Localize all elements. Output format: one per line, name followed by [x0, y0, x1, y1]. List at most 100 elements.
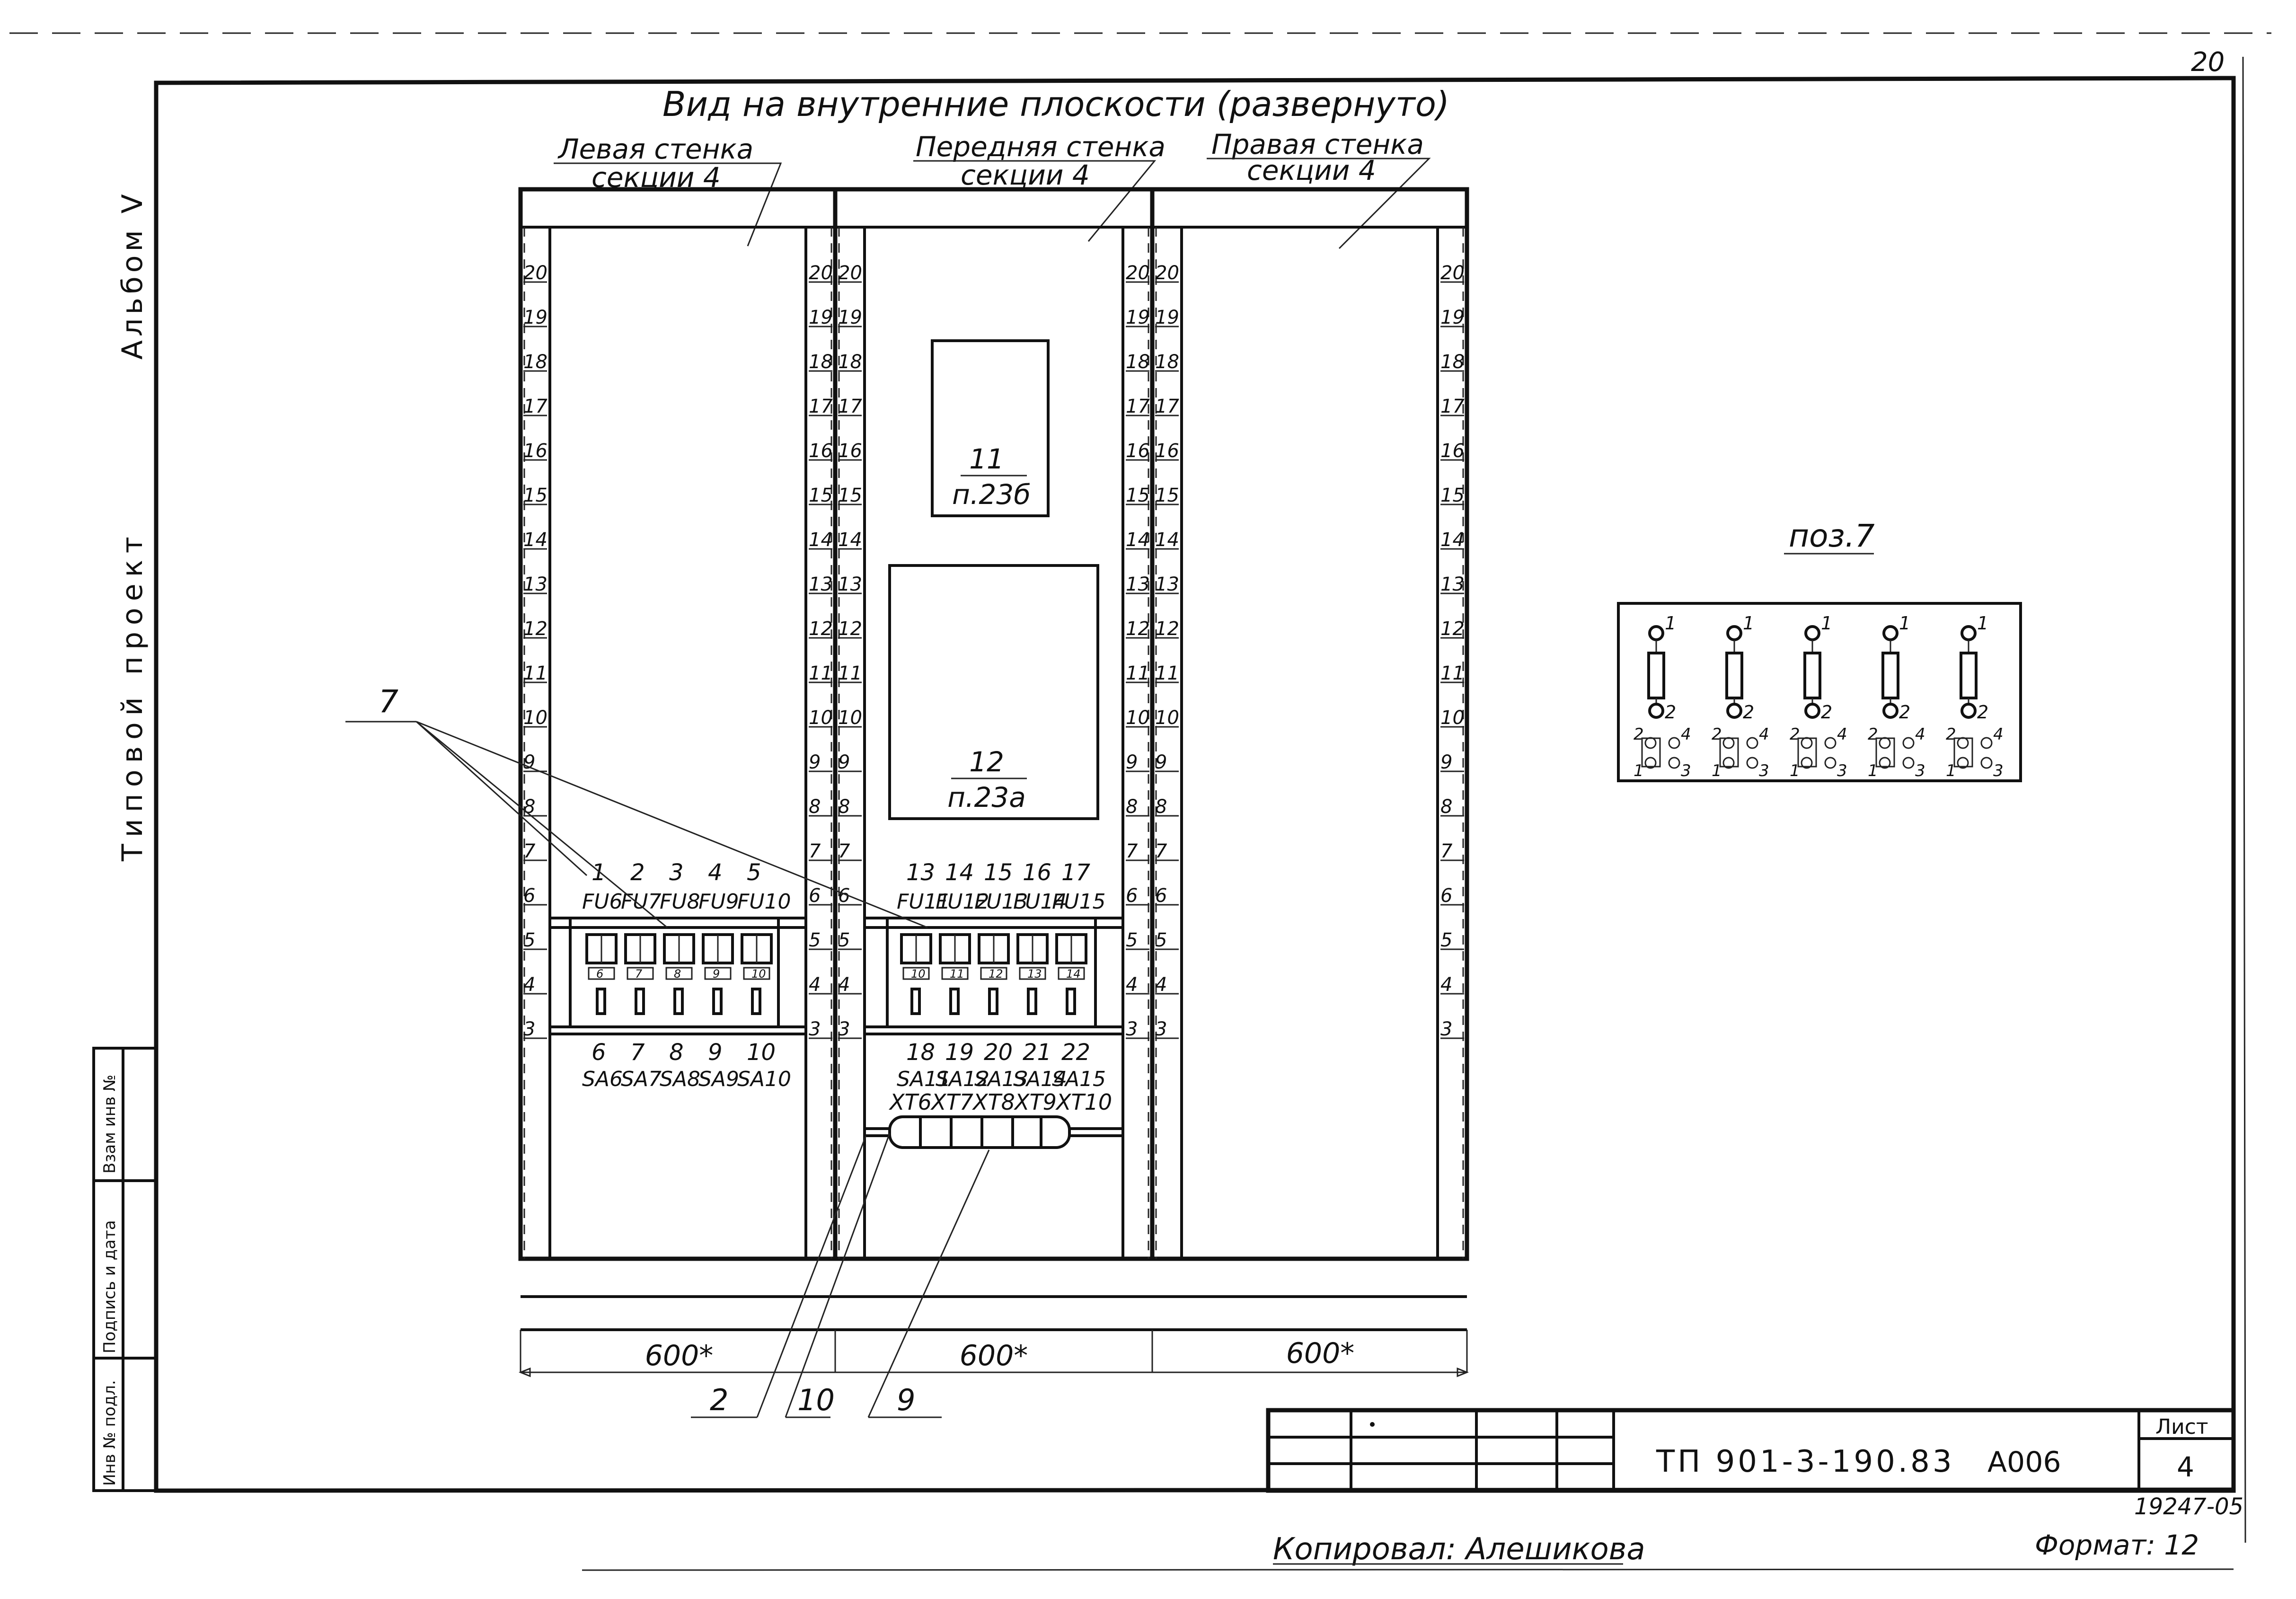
album-label: Альбом V [116, 190, 149, 360]
rail-2-number: 12 [809, 618, 833, 640]
pos7-switch-label: 4 [1759, 725, 1769, 744]
rail-5-number: 4 [1155, 974, 1167, 996]
rail-6-number: 19 [1440, 307, 1465, 328]
rail-1-number: 10 [523, 707, 548, 729]
front-switch-body [949, 988, 960, 1015]
box-12-num: 12 [969, 746, 1004, 778]
rail-5-number: 5 [1155, 929, 1167, 951]
terminal-label: XT7 [930, 1089, 973, 1115]
rail-4-number: 19 [1126, 307, 1150, 328]
rail-2-number: 5 [809, 929, 821, 951]
rail-5-number: 13 [1155, 574, 1179, 595]
rail-4-number: 10 [1126, 707, 1150, 729]
stamp-vzam: Взам инв № [100, 1075, 119, 1174]
rail-3-number: 16 [838, 440, 862, 462]
pos7-switch-label: 4 [1837, 725, 1847, 744]
rail-4-number: 3 [1126, 1018, 1138, 1040]
pos7-pin-1 [1648, 625, 1664, 641]
front-fuse-num: 15 [984, 859, 1013, 886]
doc-code: ТП 901-3-190.83 [1656, 1444, 1955, 1479]
pos7-detail: поз.7 [1617, 518, 2022, 782]
rail-2 [804, 226, 837, 1260]
rail-3-number: 8 [838, 796, 850, 818]
terminal-label: XT8 [972, 1089, 1015, 1115]
front-switch-body [1027, 988, 1037, 1015]
pos7-fuse-body [1647, 652, 1665, 699]
rail-2-number: 16 [809, 440, 833, 462]
rail-2-number: 17 [809, 396, 833, 417]
rail-1-number: 18 [523, 351, 548, 373]
rail-4-number: 17 [1126, 396, 1150, 417]
rail-4-number: 9 [1126, 751, 1138, 773]
dimension-2: 600* [960, 1339, 1028, 1372]
left-fuse-window-num: 10 [751, 967, 766, 981]
left-fuse-window [588, 967, 615, 980]
pos7-switch-label: 2 [1790, 725, 1800, 744]
section-front-line2: секции 4 [961, 159, 1090, 191]
terminal-block [865, 1115, 1123, 1149]
rail-5-number: 3 [1155, 1018, 1167, 1040]
front-switch-num: 18 [906, 1039, 935, 1066]
left-switch-num: 6 [592, 1039, 606, 1066]
left-switch-body [751, 988, 761, 1015]
terminal-label: XT6 [889, 1089, 932, 1115]
front-fuse-window [941, 967, 969, 980]
pos7-pin-label: 1 [1821, 613, 1832, 634]
section-label-front: Передняя стенка секции 4 [913, 131, 1166, 242]
rail-5-number: 12 [1155, 618, 1179, 640]
front-switch-body [910, 988, 921, 1015]
rail-6-number: 12 [1440, 618, 1465, 640]
pos7-switch-label: 2 [1868, 725, 1878, 744]
callout-10-label: 10 [797, 1383, 835, 1417]
rail-5-number: 17 [1155, 396, 1179, 417]
corner-mark: 20 [2191, 47, 2225, 78]
format-label: Формат: 12 [2035, 1529, 2199, 1561]
pos7-pin-label: 1 [1665, 613, 1676, 634]
rail-3-number: 13 [838, 574, 862, 595]
sheet-number: 4 [2177, 1451, 2194, 1483]
stamp-inv-podl: Инв № подл. [100, 1380, 119, 1486]
rail-4-number: 14 [1126, 529, 1150, 551]
rail-6-number: 3 [1440, 1018, 1452, 1040]
front-switch-code: SA14 [1013, 1067, 1067, 1091]
pos7-switch-label: 1 [1946, 761, 1956, 780]
rail-3-number: 4 [838, 974, 850, 996]
rail-1-number: 13 [523, 574, 548, 595]
rail-3-number: 18 [838, 351, 862, 373]
left-switch-num: 8 [669, 1039, 684, 1066]
rail-2-number: 6 [809, 885, 821, 907]
front-fuse-window [1019, 967, 1046, 980]
rail-1-number: 6 [523, 885, 535, 907]
front-fuse-window [1058, 967, 1085, 980]
front-fuse-window-num: 10 [911, 967, 926, 981]
left-fuse-num: 5 [747, 859, 761, 886]
rail-2-number: 3 [809, 1018, 821, 1040]
section-right-line2: секции 4 [1247, 154, 1376, 186]
left-fuse-window [743, 967, 770, 980]
pos7-pin-2 [1882, 703, 1899, 719]
pos7-switch-label: 3 [1915, 761, 1925, 780]
pos7-pin-label: 1 [1977, 613, 1988, 634]
pos7-pin-1 [1882, 625, 1899, 641]
rail-1-number: 12 [523, 618, 548, 640]
rail-5-number: 10 [1155, 707, 1179, 729]
sheet-code: А006 [1987, 1446, 2061, 1479]
pos7-switch-contact [1902, 737, 1915, 749]
rail-5-number: 7 [1155, 840, 1167, 862]
box-11-num: 11 [969, 443, 1004, 475]
rail-3-number: 15 [838, 485, 862, 506]
rail-5-number: 11 [1155, 663, 1179, 684]
left-fuse-window-num: 6 [596, 967, 603, 981]
rail-1-number: 20 [523, 262, 548, 284]
rail-6-number: 18 [1440, 351, 1465, 373]
rail-3-number: 3 [838, 1018, 850, 1040]
front-switch-num: 22 [1061, 1039, 1090, 1066]
front-switch-code: SA12 [936, 1067, 989, 1091]
rail-3-number: 20 [838, 262, 862, 284]
front-fuse-code: FU14 [1013, 890, 1067, 914]
callout-7-label: 7 [379, 683, 398, 720]
front-fuse-code: FU12 [936, 890, 989, 914]
front-fuse-window [902, 967, 930, 980]
pos7-pin-label: 2 [1743, 702, 1754, 723]
